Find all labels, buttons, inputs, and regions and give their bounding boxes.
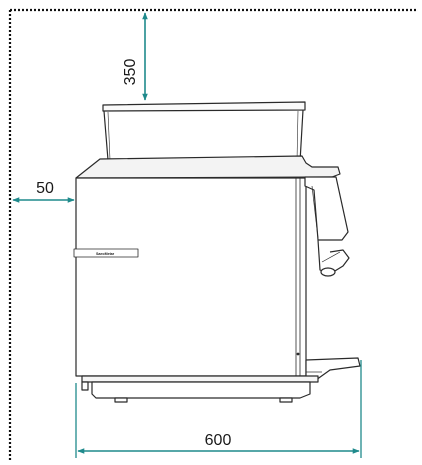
left-clearance-label: 50 <box>36 180 54 197</box>
coffee-machine <box>73 101 361 403</box>
brand-plate <box>73 248 139 258</box>
wall-boundaries <box>8 8 418 462</box>
top-clearance-label: 350 <box>122 59 139 86</box>
width-dimension: 600 <box>75 360 362 458</box>
dispenser-head <box>304 176 350 277</box>
top-cover <box>75 155 341 179</box>
machine-body <box>75 177 307 377</box>
bean-hopper <box>102 101 306 163</box>
brand-label: SaeoMetar <box>96 252 115 256</box>
top-clearance-dimension: 350 <box>122 12 148 101</box>
status-dot <box>296 352 300 356</box>
machine-base <box>81 375 319 403</box>
left-clearance-dimension: 50 <box>12 180 75 203</box>
width-label: 600 <box>205 432 232 449</box>
